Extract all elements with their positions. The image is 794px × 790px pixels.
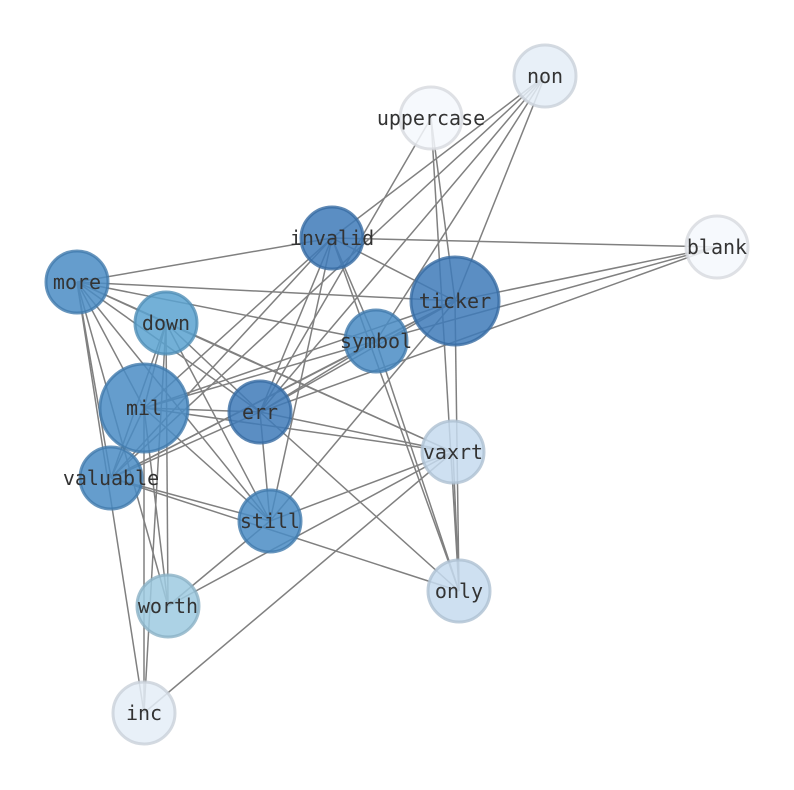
edge-ticker-more <box>76 281 456 302</box>
node-label-uppercase: uppercase <box>377 106 485 130</box>
node-circle-non[interactable] <box>512 43 578 109</box>
edge-ticker-mil <box>143 300 456 409</box>
node-circle-valuable[interactable] <box>78 445 144 511</box>
node-circle-worth[interactable] <box>135 573 201 639</box>
node-label-down: down <box>142 311 190 335</box>
node-circle-mil[interactable] <box>98 362 190 454</box>
node-mil[interactable]: mil <box>98 362 190 454</box>
node-circle-more[interactable] <box>44 249 110 315</box>
node-only[interactable]: only <box>426 558 492 624</box>
node-circle-vaxrt[interactable] <box>420 419 486 485</box>
node-vaxrt[interactable]: vaxrt <box>420 419 486 485</box>
node-still[interactable]: still <box>237 488 303 554</box>
node-label-invalid: invalid <box>290 226 374 250</box>
node-label-only: only <box>435 579 483 603</box>
node-label-symbol: symbol <box>340 329 412 353</box>
node-label-still: still <box>240 509 300 533</box>
node-label-worth: worth <box>138 594 198 618</box>
node-circle-ticker[interactable] <box>409 255 501 347</box>
edge-invalid-only <box>331 237 460 592</box>
node-more[interactable]: more <box>44 249 110 315</box>
node-worth[interactable]: worth <box>135 573 201 639</box>
edge-vaxrt-inc <box>143 451 454 714</box>
node-down[interactable]: down <box>133 290 199 356</box>
node-err[interactable]: err <box>227 379 293 445</box>
edge-invalid-more <box>76 237 333 283</box>
node-label-vaxrt: vaxrt <box>423 440 483 464</box>
node-label-mil: mil <box>126 396 162 420</box>
node-circle-symbol[interactable] <box>343 308 409 374</box>
node-circle-down[interactable] <box>133 290 199 356</box>
node-valuable[interactable]: valuable <box>63 445 159 511</box>
edge-err-only <box>259 411 460 592</box>
node-label-valuable: valuable <box>63 466 159 490</box>
edge-down-worth <box>165 322 169 607</box>
node-ticker[interactable]: ticker <box>409 255 501 347</box>
node-label-more: more <box>53 270 101 294</box>
edge-non-invalid <box>331 75 546 239</box>
node-label-blank: blank <box>687 235 747 259</box>
node-blank[interactable]: blank <box>684 214 750 280</box>
edge-still-vaxrt <box>269 451 454 522</box>
edge-non-symbol <box>375 75 546 342</box>
edge-more-symbol <box>76 281 377 342</box>
node-circle-uppercase[interactable] <box>398 85 464 151</box>
node-uppercase[interactable]: uppercase <box>377 85 485 151</box>
node-label-non: non <box>527 64 563 88</box>
node-layer: non uppercase blank invalid ticker more down sy… <box>44 43 750 746</box>
node-circle-invalid[interactable] <box>299 205 365 271</box>
edge-err-vaxrt <box>259 411 454 453</box>
node-label-ticker: ticker <box>419 289 491 313</box>
edge-uppercase-only <box>430 117 460 592</box>
node-circle-err[interactable] <box>227 379 293 445</box>
node-symbol[interactable]: symbol <box>340 308 412 374</box>
node-invalid[interactable]: invalid <box>290 205 374 271</box>
node-circle-only[interactable] <box>426 558 492 624</box>
node-circle-inc[interactable] <box>111 680 177 746</box>
edge-vaxrt-worth <box>167 451 454 607</box>
edge-mil-vaxrt <box>143 407 454 453</box>
edge-non-err <box>259 75 546 413</box>
node-label-inc: inc <box>126 701 162 725</box>
node-circle-still[interactable] <box>237 488 303 554</box>
node-label-err: err <box>242 400 278 424</box>
node-non[interactable]: non <box>512 43 578 109</box>
edge-blank-invalid <box>331 237 718 248</box>
node-circle-blank[interactable] <box>684 214 750 280</box>
node-inc[interactable]: inc <box>111 680 177 746</box>
